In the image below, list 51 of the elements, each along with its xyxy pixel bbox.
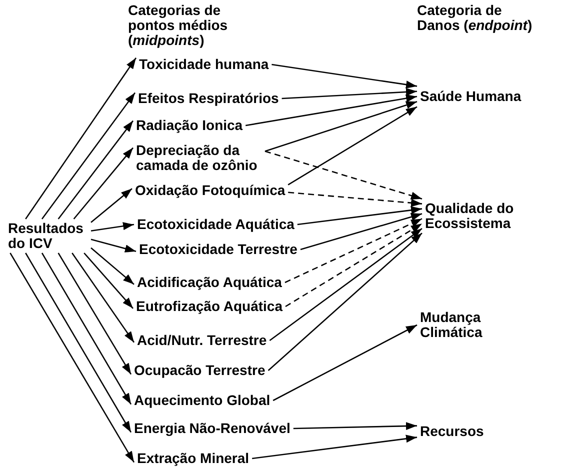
midpoint-category-label: Ecotoxicidade Aquática	[134, 215, 298, 234]
arrow	[25, 252, 132, 433]
arrow	[58, 252, 132, 375]
dashed-arrow	[288, 192, 422, 207]
midpoint-category-label: Toxicidade humana	[136, 55, 272, 74]
arrow	[25, 58, 137, 220]
midpoint-category-label: Energia Não-Renovável	[131, 419, 294, 438]
midpoint-category-label: Oxidação Fotoquímica	[132, 181, 288, 200]
midpoint-category-label: Eutrofização Aquática	[133, 297, 286, 316]
arrow	[246, 94, 418, 126]
dashed-arrow	[284, 218, 422, 284]
midpoint-category-label: Aquecimento Global	[131, 391, 274, 410]
dashed-arrow	[264, 150, 422, 200]
arrow	[269, 228, 422, 342]
midpoint-category-label: Ocupacão Terrestre	[131, 361, 268, 380]
endpoint-category-label: Qualidade do Ecossistema	[422, 197, 520, 235]
arrow	[288, 106, 418, 186]
arrow	[90, 222, 134, 232]
arrow	[297, 206, 422, 226]
dashed-arrow	[285, 223, 422, 308]
arrow	[90, 188, 132, 223]
arrow	[72, 252, 135, 343]
arrow	[58, 120, 134, 220]
endpoint-category-label: Saúde Humana	[417, 85, 524, 108]
arrow	[272, 64, 418, 89]
midpoint-category-label: Acid/Nutr. Terrestre	[134, 331, 270, 350]
arrow	[282, 88, 418, 100]
arrow	[73, 147, 134, 220]
arrow	[10, 252, 135, 463]
column-heading: Categorias de pontos médios (midpoints)	[128, 3, 229, 48]
arrow	[264, 100, 418, 152]
arrow	[84, 252, 134, 309]
endpoint-category-label: Mudança Climática	[417, 306, 489, 344]
arrow	[272, 324, 418, 402]
midpoint-category-label: Extração Mineral	[134, 449, 252, 468]
arrow	[300, 212, 422, 250]
arrow	[268, 232, 422, 371]
arrow	[90, 247, 134, 285]
midpoint-category-label: Radiação Ionica	[133, 116, 246, 135]
midpoint-category-label: Efeitos Respiratórios	[135, 89, 282, 108]
arrow	[90, 238, 136, 252]
midpoint-category-label: Depreciação da camada de ozônio	[133, 141, 265, 175]
arrow	[41, 92, 136, 220]
midpoint-category-label: Acidificação Aquática	[134, 273, 285, 292]
endpoint-category-label: Recursos	[417, 420, 487, 443]
arrow	[293, 422, 418, 430]
column-heading: Categoria de Danos (endpoint)	[417, 3, 534, 33]
midpoint-category-label: Ecotoxicidade Terrestre	[136, 240, 300, 259]
arrow	[252, 434, 418, 460]
arrow	[41, 252, 132, 405]
source-label: Resultados do ICV	[5, 219, 91, 253]
